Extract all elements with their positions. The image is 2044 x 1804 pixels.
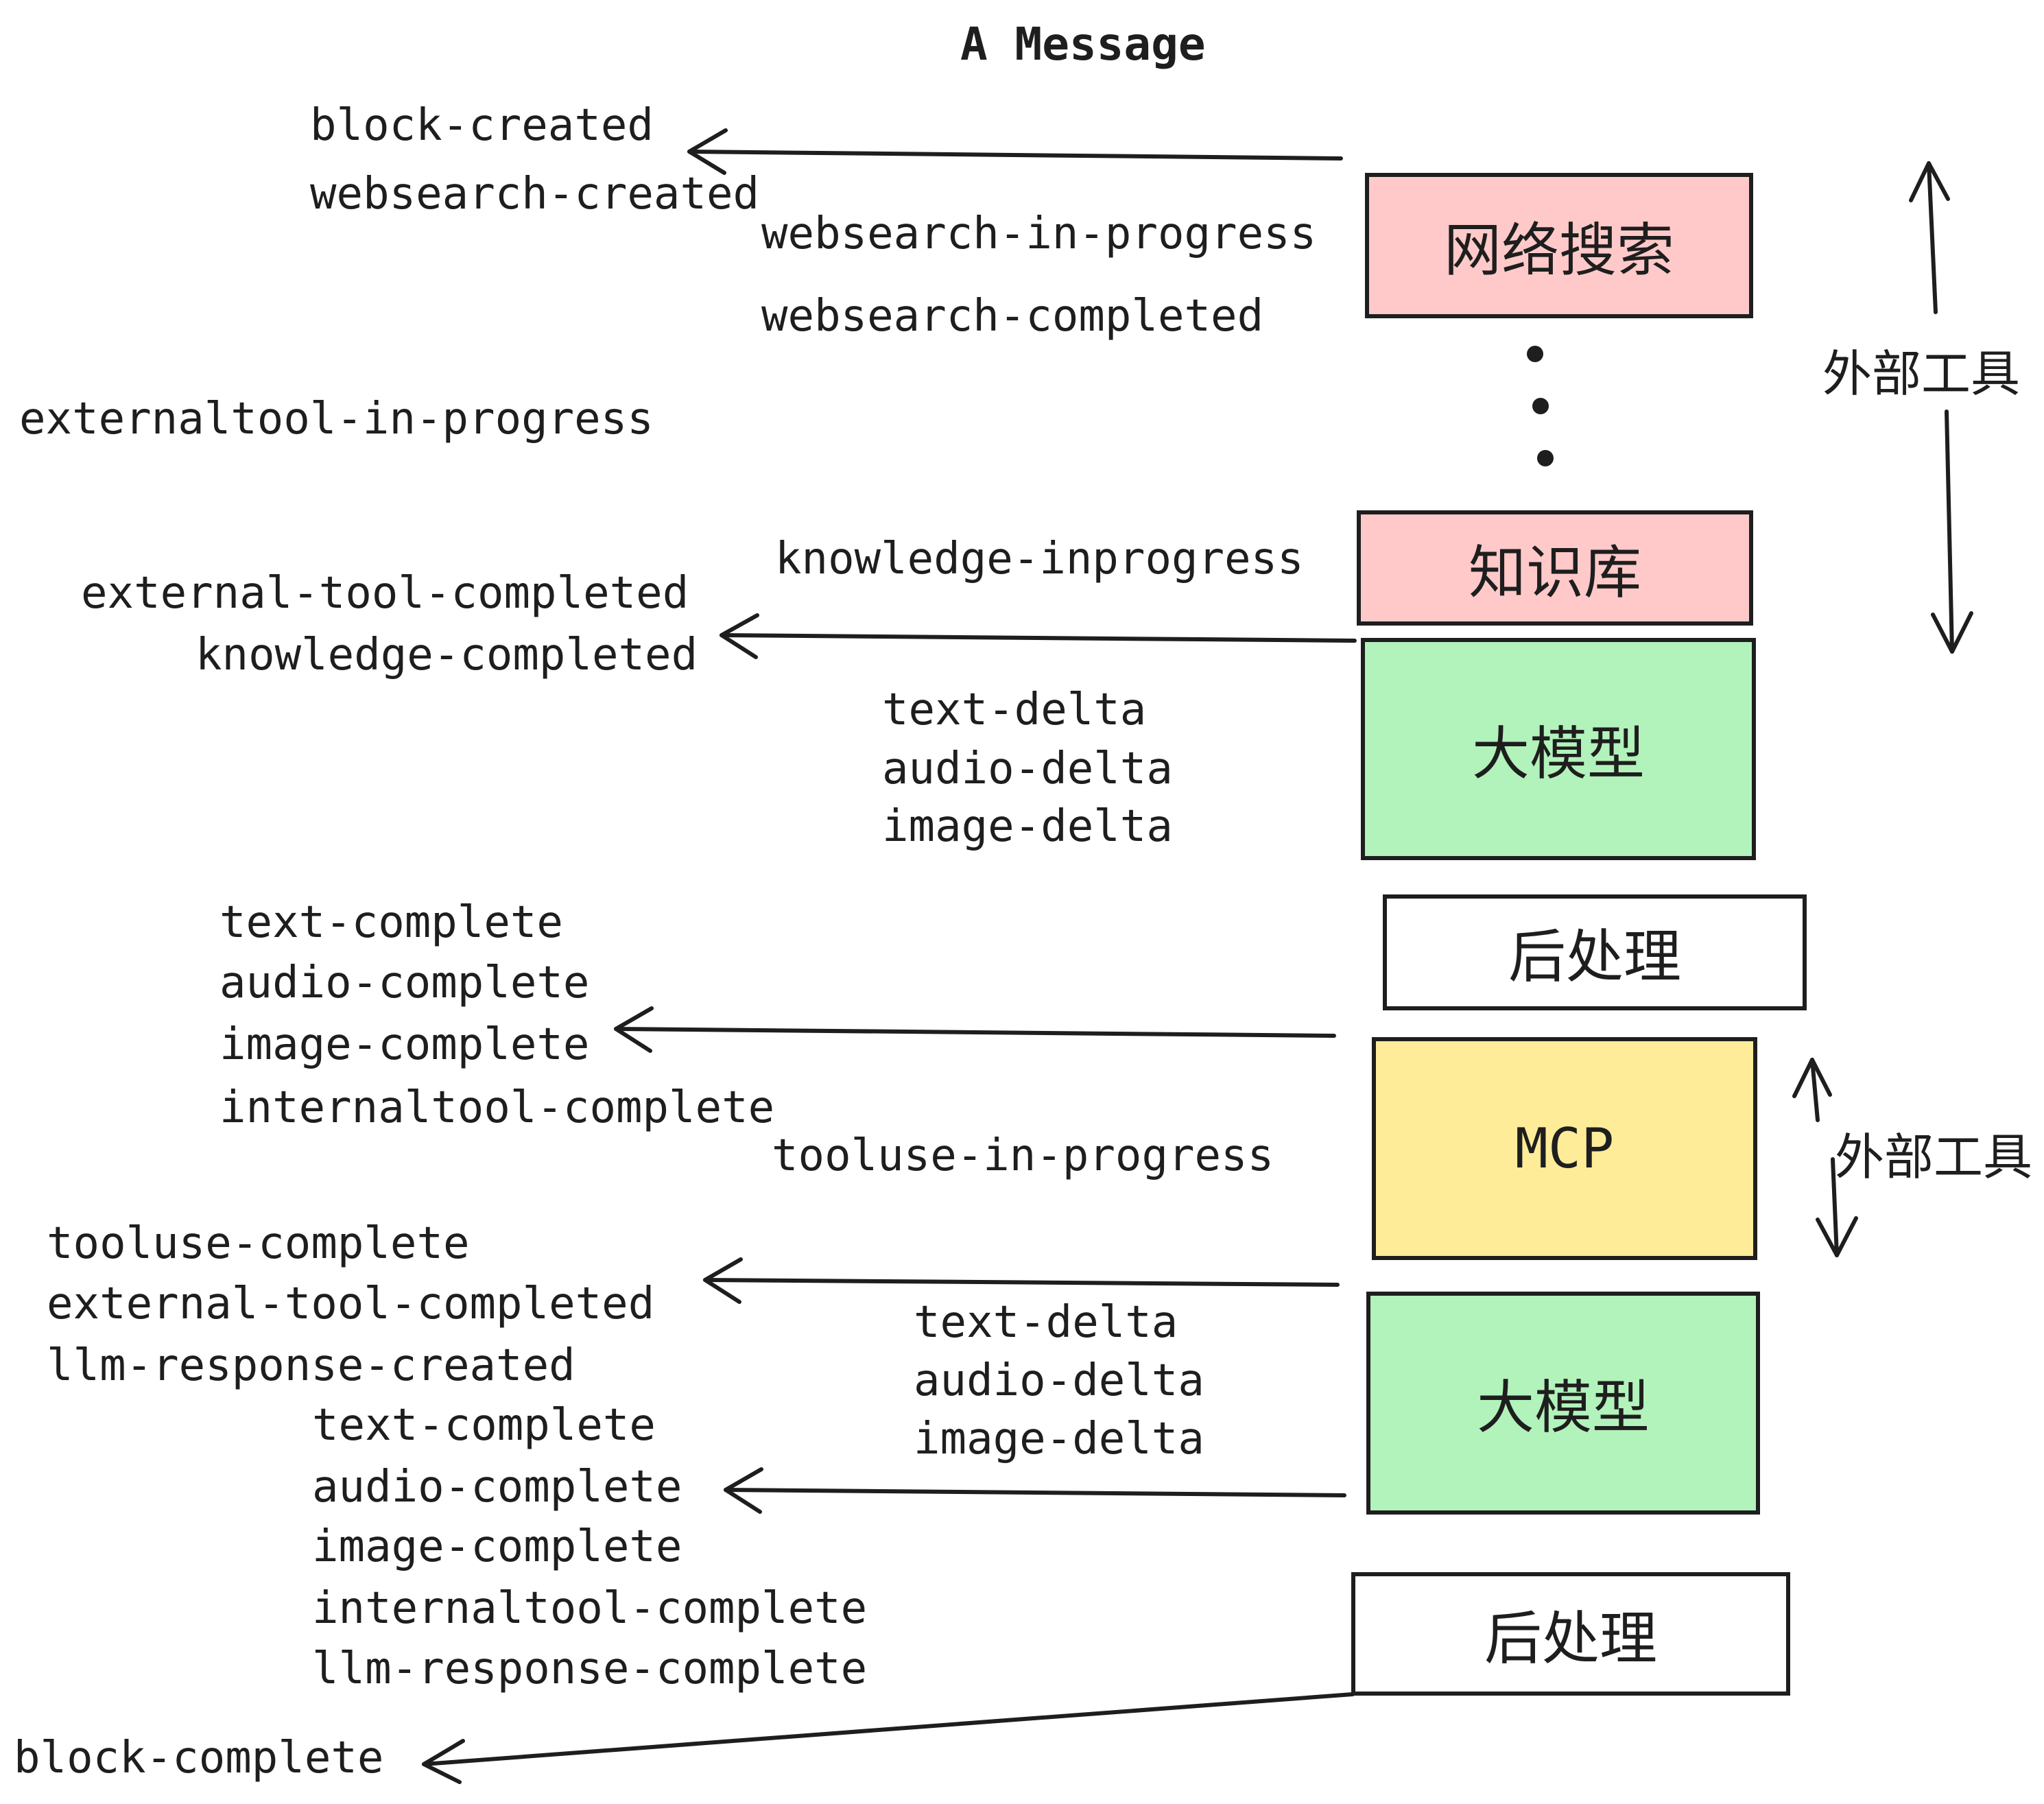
event-text-delta-2: text-delta	[914, 1297, 1178, 1348]
event-audio-complete-2: audio-complete	[312, 1462, 682, 1512]
postprocess-box-top-label: 后处理	[1508, 923, 1681, 990]
arrow-postprocess-to-complete-events	[614, 1006, 1336, 1053]
llm-box-bottom: 大模型	[1366, 1292, 1760, 1515]
arrow-mcp-to-tooluse-complete	[703, 1257, 1340, 1304]
event-llm-response-complete: llm-response-complete	[312, 1643, 868, 1694]
event-internaltool-complete-1: internaltool-complete	[219, 1082, 775, 1133]
event-text-complete-1: text-complete	[219, 897, 563, 948]
arrow-llm-to-knowledge-completed	[720, 613, 1357, 659]
event-websearch-created: websearch-created	[310, 169, 760, 219]
external-tools-up-arrow-mcp	[1792, 1058, 1832, 1122]
event-audio-complete-1: audio-complete	[219, 958, 590, 1008]
arrow-postprocess2-to-block-complete	[422, 1692, 1355, 1784]
event-llm-response-created: llm-response-created	[47, 1340, 575, 1391]
postprocess-box-top: 后处理	[1383, 894, 1807, 1010]
event-tooluse-complete: tooluse-complete	[47, 1218, 470, 1269]
llm-box-top-label: 大模型	[1471, 720, 1645, 787]
ellipsis-dots	[1527, 346, 1554, 466]
event-knowledge-completed: knowledge-completed	[195, 630, 698, 680]
external-tools-label-mcp: 外部工具	[1835, 1128, 2033, 1186]
event-websearch-in-progress: websearch-in-progress	[761, 209, 1317, 259]
event-tooluse-in-progress: tooluse-in-progress	[772, 1130, 1274, 1181]
event-text-delta-1: text-delta	[882, 685, 1147, 735]
event-block-complete: block-complete	[14, 1733, 384, 1783]
event-internaltool-complete-2: internaltool-complete	[312, 1583, 868, 1634]
event-image-complete-1: image-complete	[219, 1019, 590, 1070]
diagram-title: A Message	[960, 18, 1206, 71]
event-externaltool-in-progress: externaltool-in-progress	[19, 394, 654, 444]
llm-box-top: 大模型	[1361, 638, 1756, 860]
postprocess-box-bottom: 后处理	[1351, 1572, 1790, 1696]
websearch-box-label: 网络搜索	[1443, 216, 1674, 284]
knowledge-box: 知识库	[1357, 510, 1753, 626]
arrow-llm2-to-complete-events	[724, 1467, 1346, 1514]
knowledge-box-label: 知识库	[1468, 538, 1641, 606]
event-image-complete-2: image-complete	[312, 1521, 682, 1572]
event-websearch-completed: websearch-completed	[761, 291, 1264, 342]
external-tools-up-arrow-top	[1909, 161, 1950, 314]
external-tools-down-arrow-top	[1931, 410, 1973, 654]
llm-box-bottom-label: 大模型	[1476, 1374, 1650, 1441]
event-audio-delta-1: audio-delta	[882, 744, 1173, 794]
websearch-box: 网络搜索	[1365, 173, 1753, 318]
event-external-tool-completed-2: external-tool-completed	[47, 1279, 655, 1329]
event-image-delta-1: image-delta	[882, 801, 1173, 852]
event-text-complete-2: text-complete	[312, 1400, 656, 1451]
arrow-websearch-to-created-events	[687, 128, 1343, 175]
mcp-box: MCP	[1372, 1037, 1757, 1260]
external-tools-label-top: 外部工具	[1822, 345, 2021, 403]
mcp-box-label: MCP	[1514, 1117, 1615, 1180]
event-audio-delta-2: audio-delta	[914, 1355, 1204, 1406]
event-block-created: block-created	[310, 100, 654, 151]
event-knowledge-inprogress: knowledge-inprogress	[775, 534, 1304, 584]
event-image-delta-2: image-delta	[914, 1414, 1204, 1464]
postprocess-box-bottom-label: 后处理	[1484, 1604, 1657, 1672]
event-external-tool-completed-1: external-tool-completed	[81, 568, 689, 619]
